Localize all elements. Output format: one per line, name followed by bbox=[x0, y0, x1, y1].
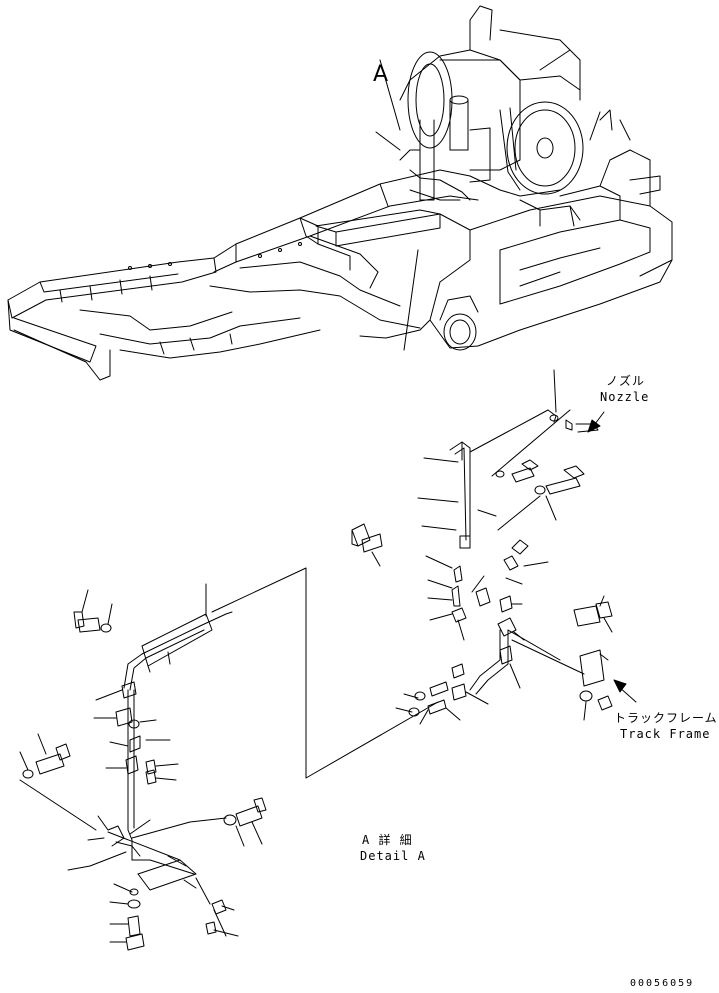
track-frame-label-jp: トラックフレーム bbox=[614, 711, 718, 725]
detail-a-left-pipe-assembly bbox=[19, 583, 267, 951]
detail-a-label-jp: A 詳 細 bbox=[362, 833, 413, 847]
detail-connector-lines bbox=[19, 409, 585, 937]
nozzle-label-jp: ノズル bbox=[606, 374, 646, 388]
nozzle-label-en: Nozzle bbox=[600, 390, 650, 404]
detail-a-label-en: Detail A bbox=[360, 849, 426, 863]
view-marker-a: A bbox=[373, 62, 389, 87]
drawing-number: 00056059 bbox=[630, 978, 695, 989]
machine-frame-assembly bbox=[7, 5, 673, 381]
track-frame-label-en: Track Frame bbox=[620, 727, 711, 741]
detail-a-right-pipe-assembly bbox=[351, 369, 637, 725]
